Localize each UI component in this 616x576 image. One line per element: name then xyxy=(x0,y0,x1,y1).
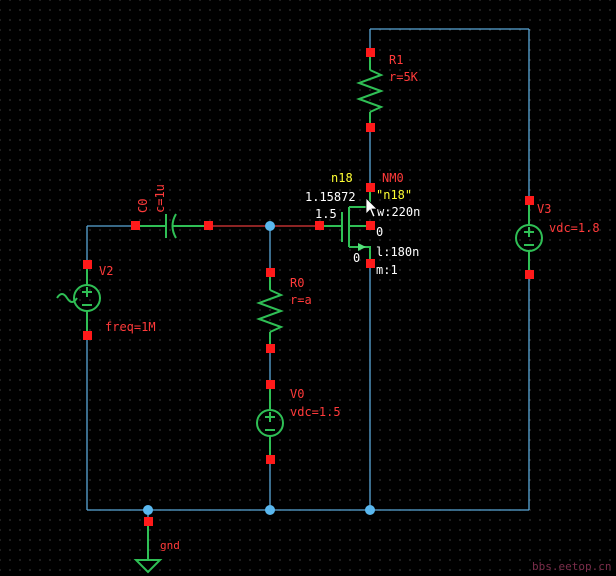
capacitor-c0[interactable] xyxy=(136,213,209,239)
sine-source-v2[interactable] xyxy=(56,265,101,336)
v3-param-label: vdc=1.8 xyxy=(549,221,600,235)
nmos-arrow-icon xyxy=(358,243,366,251)
wires xyxy=(86,28,530,521)
junction-v0-gnd xyxy=(265,505,275,515)
pin-nm0-gate xyxy=(315,221,324,230)
pin-v0-bottom xyxy=(266,455,275,464)
junction-gate-node xyxy=(265,221,275,231)
mouse-cursor-icon xyxy=(365,197,378,218)
pin-v3-bottom xyxy=(525,270,534,279)
pin-c0-right xyxy=(204,221,213,230)
v0-name-label: V0 xyxy=(290,387,304,401)
junction-gnd xyxy=(143,505,153,515)
pin-nm0-source xyxy=(366,259,375,268)
pins xyxy=(83,48,534,526)
r0-param-label: r=a xyxy=(290,293,312,307)
nm0-width-label: w:220n xyxy=(377,205,420,219)
pin-gnd xyxy=(144,517,153,526)
resistor-r1[interactable] xyxy=(356,52,384,128)
drain-voltage-probe: 0 xyxy=(376,225,383,239)
voltage-source-v0[interactable] xyxy=(256,385,284,460)
junction-source-gnd xyxy=(365,505,375,515)
pin-r1-top xyxy=(366,48,375,57)
ground-symbol[interactable] xyxy=(133,521,163,574)
v0-param-label: vdc=1.5 xyxy=(290,405,341,419)
pin-nm0-bulk xyxy=(366,221,375,230)
v2-param-label: freq=1M xyxy=(105,320,156,334)
pin-r0-bottom xyxy=(266,344,275,353)
r1-name-label: R1 xyxy=(389,53,403,67)
junctions xyxy=(143,221,375,515)
sine-wave-icon xyxy=(56,293,78,303)
resistor-r0[interactable] xyxy=(256,272,284,349)
pin-v2-top xyxy=(83,260,92,269)
nm0-model-string: "n18" xyxy=(376,188,412,202)
gnd-label: gnd xyxy=(160,539,180,552)
nm0-multiplier-label: m:1 xyxy=(376,263,398,277)
r0-name-label: R0 xyxy=(290,276,304,290)
pin-c0-left xyxy=(131,221,140,230)
watermark: bbs.eetop.cn xyxy=(532,560,611,573)
pin-v0-top xyxy=(266,380,275,389)
nm0-model-label: n18 xyxy=(331,171,353,185)
nm0-name-label: NM0 xyxy=(382,171,404,185)
r1-param-label: r=5K xyxy=(389,70,419,84)
c0-name-label: C0 xyxy=(136,199,150,213)
gate-voltage-small: 1.5 xyxy=(315,207,337,221)
pin-r1-bottom xyxy=(366,123,375,132)
c0-param-label: c=1u xyxy=(153,184,167,213)
pin-v3-top xyxy=(525,196,534,205)
nm0-length-label: l:180n xyxy=(376,245,419,259)
pin-v2-bottom xyxy=(83,331,92,340)
source-voltage-probe: 0 xyxy=(353,251,360,265)
gate-voltage-probe: 1.15872 xyxy=(305,190,356,204)
v3-name-label: V3 xyxy=(537,202,551,216)
v2-name-label: V2 xyxy=(99,264,113,278)
pin-nm0-drain xyxy=(366,183,375,192)
pin-r0-top xyxy=(266,268,275,277)
